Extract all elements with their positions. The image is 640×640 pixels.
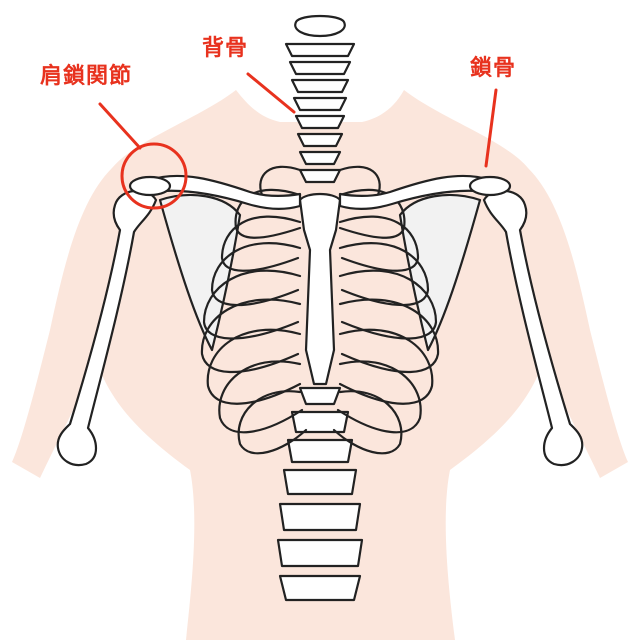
skeleton bbox=[56, 14, 584, 602]
sternum bbox=[298, 192, 342, 386]
right-ribs bbox=[332, 165, 440, 455]
left-ribs bbox=[200, 165, 308, 455]
left-humerus bbox=[56, 189, 158, 467]
clavicle-leader-line bbox=[484, 88, 498, 168]
right-clavicle bbox=[338, 174, 492, 210]
left-acromion bbox=[128, 175, 172, 197]
ac-joint-leader-line bbox=[98, 102, 142, 150]
right-acromion bbox=[468, 175, 512, 197]
spine-leader-line bbox=[246, 72, 296, 114]
callouts bbox=[98, 72, 498, 210]
right-humerus bbox=[482, 189, 584, 467]
left-clavicle bbox=[148, 174, 302, 210]
spine-label: 背骨 bbox=[202, 36, 249, 61]
vertebral-column bbox=[276, 14, 364, 602]
clavicle-label: 鎖骨 bbox=[470, 56, 517, 81]
ac-joint-highlight-circle bbox=[120, 142, 188, 210]
acromioclavicular-joint-label: 肩鎖関節 bbox=[40, 64, 133, 89]
